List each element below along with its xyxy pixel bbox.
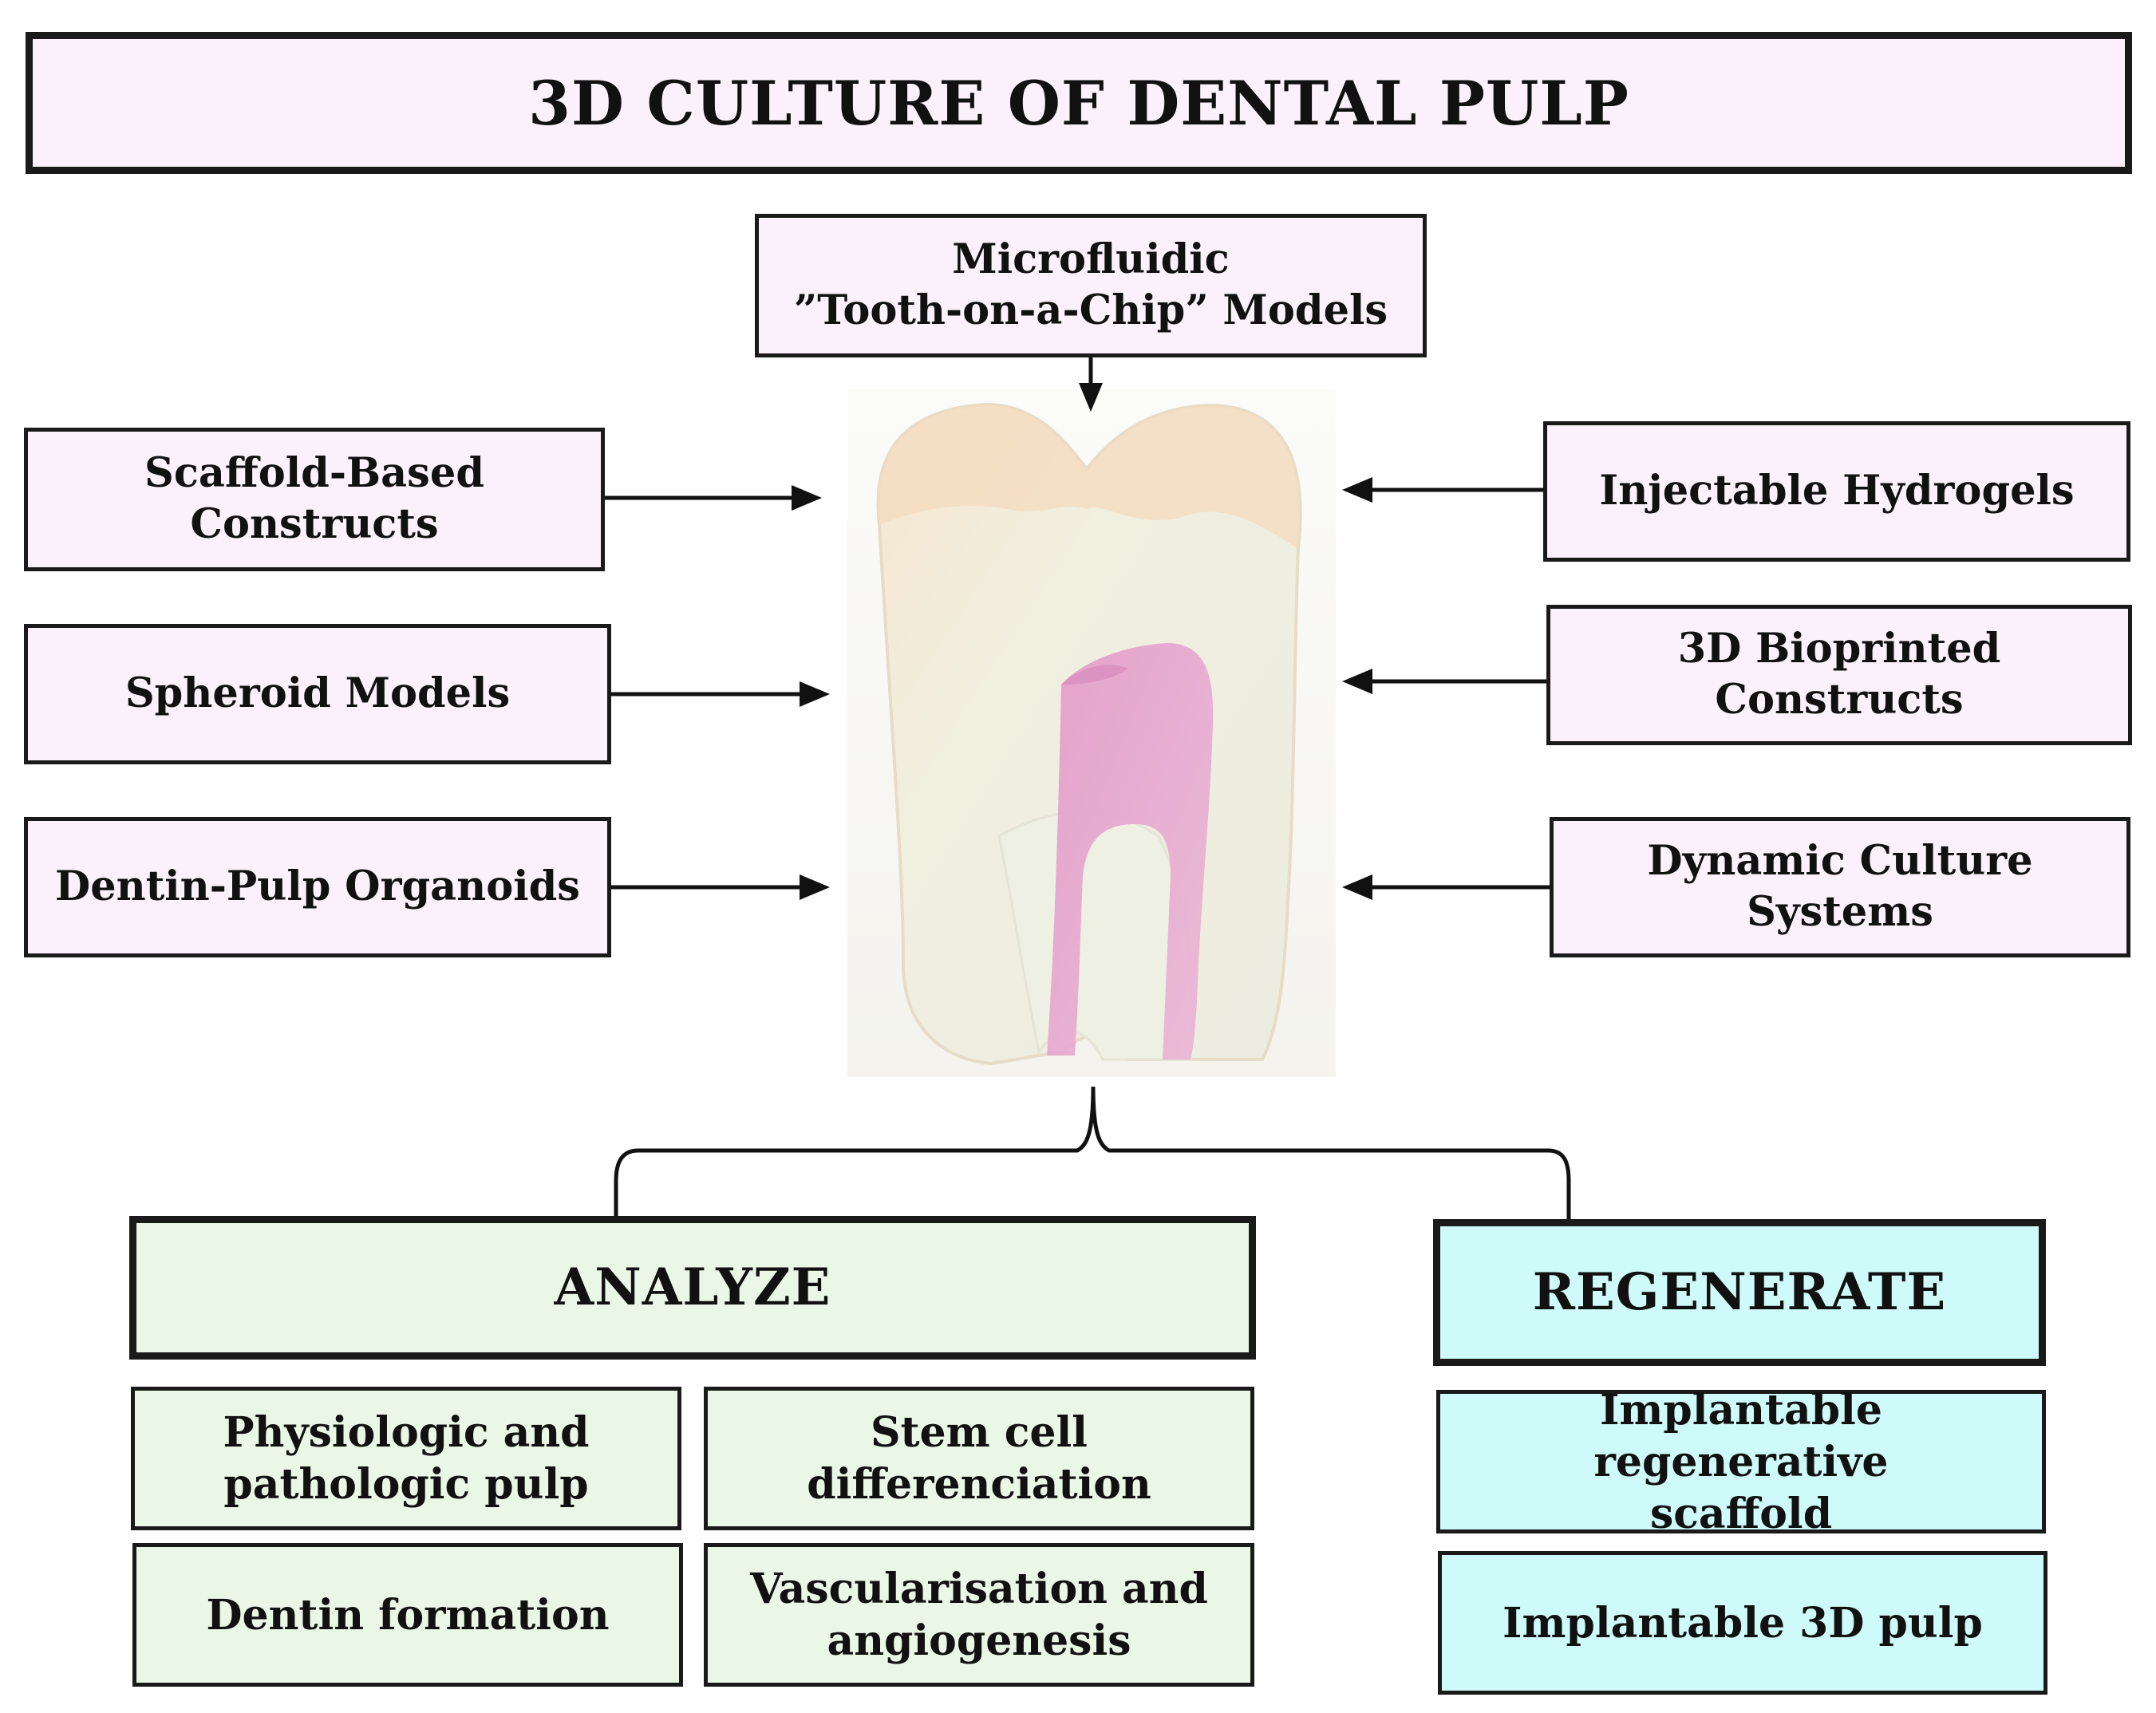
brace-connector (614, 1086, 1571, 1219)
method-scaffold-based-line-2: Constructs (190, 500, 439, 548)
arrowhead-organoids (800, 874, 830, 900)
method-hydrogels-label: Injectable Hydrogels (1599, 467, 2075, 515)
regenerate-header-label: REGENERATE (1532, 1262, 1947, 1322)
method-spheroid-label: Spheroid Models (124, 669, 511, 718)
analyze-item-vascularisation: Vascularisation and angiogenesis (704, 1543, 1254, 1687)
method-spheroid: Spheroid Models (24, 624, 611, 764)
method-microfluidic-line-2: ”Tooth-on-a-Chip” Models (793, 286, 1388, 334)
regenerate-header: REGENERATE (1433, 1219, 2046, 1366)
analyze-item-stem-cell-line-1: Stem cell (870, 1408, 1088, 1457)
method-microfluidic-line-1: Microfluidic (952, 235, 1230, 284)
method-bioprinted-label: 3D Bioprinted Constructs (1677, 625, 2001, 724)
arrowhead-spheroid (800, 681, 830, 707)
arrowhead-scaffold-based (792, 485, 822, 511)
arrowhead-bioprinted (1342, 669, 1372, 694)
analyze-item-dentin-formation-label: Dentin formation (206, 1590, 610, 1640)
method-dynamic-culture-label: Dynamic Culture Systems (1647, 837, 2033, 936)
method-microfluidic: Microfluidic ”Tooth-on-a-Chip” Models (755, 214, 1427, 357)
enamel-crown (878, 405, 1301, 549)
tooth-section-image (847, 389, 1336, 1077)
method-dynamic-culture: Dynamic Culture Systems (1550, 817, 2130, 957)
title-box: 3D CULTURE OF DENTAL PULP (26, 32, 2132, 174)
arrowhead-microfluidic (1079, 383, 1103, 412)
analyze-item-stem-cell-line-2: differenciation (807, 1460, 1151, 1509)
arrowhead-dynamic-culture (1342, 874, 1372, 900)
regenerate-item-3d-pulp: Implantable 3D pulp (1438, 1551, 2047, 1695)
analyze-item-vascularisation-line-1: Vascularisation and (750, 1565, 1208, 1613)
method-scaffold-based: Scaffold-Based Constructs (24, 428, 605, 571)
analyze-item-physiologic-line-1: Physiologic and (223, 1408, 590, 1457)
analyze-item-stem-cell: Stem cell differenciation (704, 1387, 1254, 1530)
pulp-tissue (1047, 643, 1214, 1060)
regenerate-item-scaffold: Implantable regenerative scaffold (1436, 1386, 2046, 1538)
analyze-header: ANALYZE (129, 1216, 1256, 1360)
method-bioprinted: 3D Bioprinted Constructs (1546, 605, 2132, 745)
method-organoids: Dentin-Pulp Organoids (24, 817, 611, 957)
regenerate-item-scaffold-line-1: Implantable regenerative (1593, 1385, 1889, 1486)
method-organoids-label: Dentin-Pulp Organoids (55, 862, 580, 911)
method-scaffold-based-line-1: Scaffold-Based (144, 449, 484, 498)
title: 3D CULTURE OF DENTAL PULP (528, 67, 1629, 139)
analyze-item-physiologic-line-2: pathologic pulp (223, 1460, 589, 1509)
analyze-item-dentin-formation: Dentin formation (132, 1543, 683, 1687)
method-hydrogels: Injectable Hydrogels (1543, 421, 2130, 562)
analyze-item-physiologic: Physiologic and pathologic pulp (131, 1387, 681, 1530)
arrowhead-hydrogels (1342, 477, 1372, 503)
regenerate-item-scaffold-line-2: scaffold (1649, 1489, 1833, 1538)
analyze-item-vascularisation-line-2: angiogenesis (827, 1616, 1131, 1665)
regenerate-item-3d-pulp-label: Implantable 3D pulp (1502, 1598, 1983, 1648)
analyze-header-label: ANALYZE (554, 1257, 831, 1317)
pulp-horn-shadow (1061, 665, 1128, 685)
